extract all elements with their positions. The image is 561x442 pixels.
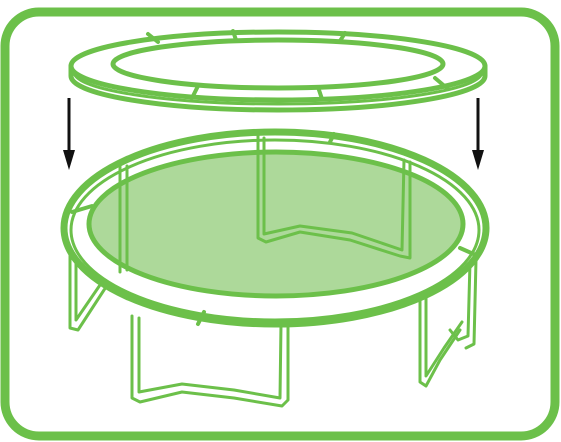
down-arrow-icon: [63, 98, 75, 170]
jump-mat: [86, 149, 466, 299]
trampoline-body: [60, 128, 490, 408]
down-arrow-icon: [472, 98, 484, 170]
mat-through-legs: [118, 134, 412, 274]
rounded-frame: [0, 7, 560, 441]
safety-pad-ring: [68, 29, 488, 113]
front-leg-frames: [130, 314, 290, 408]
